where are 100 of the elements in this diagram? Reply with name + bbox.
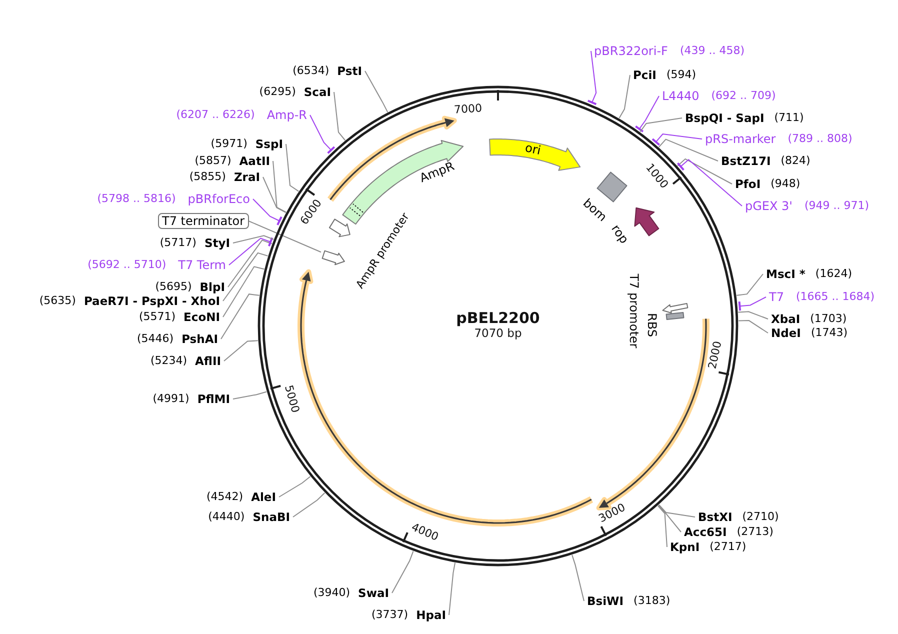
site-position: (1703) bbox=[810, 312, 847, 326]
enzyme-name: BstZ17I bbox=[721, 154, 771, 168]
site-position: (4542) bbox=[206, 490, 244, 504]
enzyme-name: Acc65I bbox=[684, 525, 727, 539]
primer-name: pGEX 3' bbox=[745, 199, 792, 213]
primer-name: pRS-marker bbox=[705, 132, 776, 146]
site-position: (3737) bbox=[372, 608, 408, 622]
site-position: (948) bbox=[770, 177, 800, 191]
enzyme-name: EcoNI bbox=[184, 310, 220, 324]
site-position: (2713) bbox=[736, 525, 774, 539]
leader-line bbox=[228, 236, 274, 266]
leader-line bbox=[738, 320, 768, 334]
leader-line bbox=[228, 240, 272, 288]
primer-position: (5798 .. 5816) bbox=[97, 192, 176, 206]
scale-label: 2000 bbox=[706, 340, 724, 370]
site-position: (2717) bbox=[710, 540, 746, 554]
leader-line bbox=[222, 252, 268, 302]
primer-name: pBRforEco bbox=[188, 192, 250, 206]
primer-name: pBR322ori-F bbox=[594, 44, 668, 58]
enzyme-name: BsiWI bbox=[587, 594, 624, 608]
terminator-feature bbox=[321, 249, 346, 266]
leader-line bbox=[657, 505, 668, 548]
leader-line bbox=[738, 296, 766, 312]
site-position: (5234) bbox=[150, 354, 188, 368]
leader-line bbox=[448, 562, 456, 616]
enzyme-name: PaeR7I - PspXI - XhoI bbox=[84, 294, 220, 308]
plasmid-name: pBEL2200 bbox=[456, 309, 540, 327]
leader-line bbox=[677, 158, 732, 184]
enzyme-name: ScaI bbox=[304, 85, 331, 99]
site-position: (4991) bbox=[152, 392, 190, 406]
site-position: (4440) bbox=[208, 510, 245, 524]
enzyme-name: MscI * bbox=[766, 267, 806, 281]
site-position: (5635) bbox=[39, 294, 76, 308]
leader-line bbox=[586, 50, 598, 106]
leader-line bbox=[262, 176, 286, 214]
leader-line bbox=[652, 133, 702, 146]
enzyme-name: StyI bbox=[204, 236, 230, 250]
enzyme-name: BspQI - SapI bbox=[685, 111, 764, 125]
leader-line bbox=[272, 160, 287, 213]
leader-line bbox=[738, 311, 768, 320]
primer-position: (1665 .. 1684) bbox=[796, 290, 875, 304]
leader-line bbox=[658, 504, 682, 532]
enzyme-name: SnaBI bbox=[252, 510, 290, 524]
leader-line bbox=[286, 144, 300, 192]
primer-name: L4440 bbox=[662, 89, 700, 103]
enzyme-name: PciI bbox=[633, 68, 656, 82]
site-position: (711) bbox=[774, 111, 804, 125]
primer-name: T7 Term bbox=[178, 258, 226, 272]
primer-position: (789 .. 808) bbox=[788, 132, 852, 146]
leader-line bbox=[278, 476, 311, 498]
enzyme-name: HpaI bbox=[416, 608, 446, 622]
feature-callout: T7 terminator bbox=[158, 213, 249, 229]
site-position: (5857) bbox=[194, 154, 232, 168]
leader-line bbox=[224, 340, 258, 362]
site-position: (5571) bbox=[138, 310, 176, 324]
site-position: (6534) bbox=[292, 64, 330, 78]
enzyme-name: BlpI bbox=[200, 280, 225, 294]
site-position: (5971) bbox=[210, 137, 248, 151]
leader-line bbox=[634, 96, 660, 133]
scale-label: 3000 bbox=[596, 500, 628, 526]
feature-label: ori bbox=[524, 140, 542, 158]
leader-line bbox=[640, 118, 682, 132]
primer-name: T7 bbox=[769, 290, 784, 304]
enzyme-name: PshAI bbox=[182, 332, 218, 346]
leader-line bbox=[222, 266, 265, 318]
leader-line bbox=[364, 70, 388, 113]
leader-line bbox=[658, 504, 696, 518]
leader-line bbox=[658, 138, 718, 162]
enzyme-name: SspI bbox=[255, 137, 283, 151]
leader-line bbox=[736, 274, 764, 296]
feature-label: RBS bbox=[645, 313, 659, 337]
plasmid-size: 7070 bp bbox=[474, 326, 522, 340]
leader-line bbox=[232, 235, 274, 244]
enzyme-name: AflII bbox=[195, 354, 221, 368]
enzyme-name: PstI bbox=[337, 64, 362, 78]
leader-line bbox=[572, 554, 584, 602]
enzyme-name: ZraI bbox=[234, 170, 260, 184]
site-position: (2710) bbox=[742, 510, 779, 524]
leader-line bbox=[334, 92, 346, 141]
site-position: (5695) bbox=[155, 280, 192, 294]
enzyme-name: NdeI bbox=[771, 326, 801, 340]
site-position: (3940) bbox=[313, 586, 350, 600]
site-position: (1743) bbox=[810, 326, 848, 340]
enzyme-name: SwaI bbox=[358, 586, 389, 600]
leader-line bbox=[292, 492, 326, 518]
scale-label: 7000 bbox=[454, 102, 483, 116]
leader-line bbox=[220, 294, 260, 340]
enzyme-name: KpnI bbox=[670, 540, 700, 554]
site-position: (5717) bbox=[160, 236, 196, 250]
feature-label: T7 promoter bbox=[627, 274, 641, 348]
enzyme-name: AatII bbox=[239, 154, 270, 168]
site-position: (6295) bbox=[259, 85, 296, 99]
leader-line bbox=[676, 158, 742, 206]
enzyme-name: BstXI bbox=[698, 510, 732, 524]
site-position: (1624) bbox=[815, 267, 852, 281]
site-position: (3183) bbox=[634, 594, 670, 608]
leader-line bbox=[232, 391, 268, 400]
site-position: (5855) bbox=[189, 170, 226, 184]
scale-label: 4000 bbox=[410, 520, 440, 544]
site-position: (594) bbox=[666, 68, 696, 82]
